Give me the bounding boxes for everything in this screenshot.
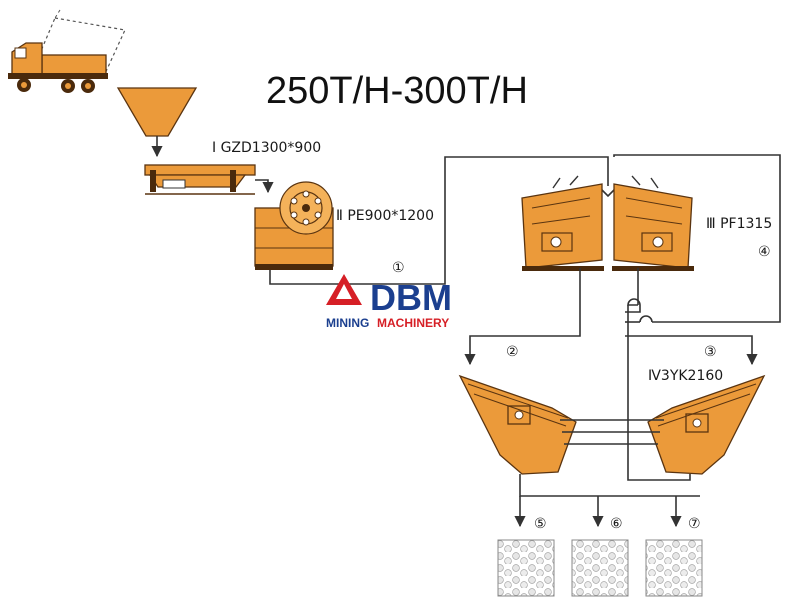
product-bin-2	[571, 539, 629, 597]
marker-2: ②	[506, 344, 519, 360]
marker-5: ⑤	[534, 516, 547, 532]
svg-text:DBM: DBM	[370, 277, 452, 318]
feed-hopper	[116, 87, 198, 158]
vibrating-feeder	[144, 164, 256, 195]
svg-text:MACHINERY: MACHINERY	[377, 316, 449, 330]
vibrating-screen-left	[458, 374, 577, 475]
diagram-title: 250T/H-300T/H	[266, 70, 528, 112]
jaw-crusher	[254, 181, 334, 270]
jaw-crusher-label: Ⅱ PE900*1200	[336, 208, 434, 224]
dbm-logo: DBM MINING MACHINERY	[326, 274, 452, 330]
product-bin-1	[497, 539, 555, 597]
impact-crusher-right	[612, 175, 694, 271]
marker-4: ④	[758, 244, 771, 260]
impact-crusher-label: Ⅲ PF1315	[706, 216, 772, 232]
vibrating-screen-right	[647, 374, 766, 475]
marker-1: ①	[392, 260, 405, 276]
marker-7: ⑦	[688, 516, 701, 532]
feeder-label: Ⅰ GZD1300*900	[212, 140, 321, 156]
marker-6: ⑥	[610, 516, 623, 532]
product-bin-3	[645, 539, 703, 597]
svg-text:MINING: MINING	[326, 316, 369, 330]
impact-crusher-left	[521, 175, 604, 271]
dump-truck-icon	[8, 9, 126, 93]
screen-label: Ⅳ3YK2160	[648, 368, 723, 384]
marker-3: ③	[704, 344, 717, 360]
